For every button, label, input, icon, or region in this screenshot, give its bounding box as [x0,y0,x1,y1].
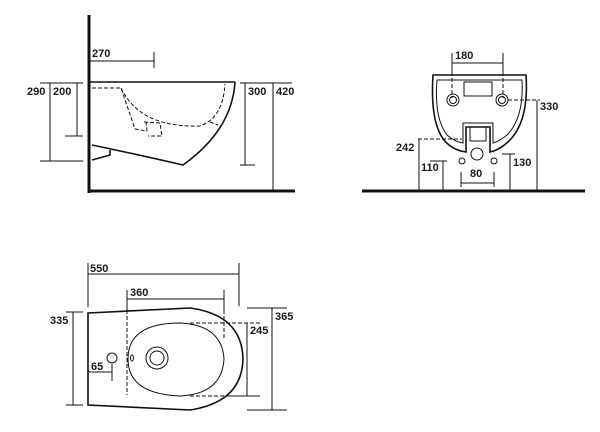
fixing-hole-right [495,93,509,107]
dim-550: 550 [90,263,108,275]
dim-330: 330 [540,101,558,113]
dim-290: 290 [27,86,45,98]
dim-360: 360 [130,287,148,299]
fixing-hole-left [446,93,460,107]
overflow-hole [130,354,134,362]
bowl-hidden-lines [92,83,226,137]
fixing-hole-inner [498,96,506,104]
pipe-hole-right [490,157,498,165]
dim-335: 335 [50,315,68,327]
pipe-hole-left [458,157,466,165]
tap-hole [106,352,118,364]
top-view: 550 360 335 245 365 65 [50,263,293,411]
wall-bracket [91,150,111,161]
dim-110: 110 [421,162,439,174]
dim-200: 200 [53,86,71,98]
drain-hole [470,147,484,161]
bidet-side-outline [91,81,236,166]
fixing-hole-inner [449,96,457,104]
dim-80: 80 [470,168,482,180]
dim-365: 365 [275,311,293,323]
drain-inner [149,350,165,366]
dim-270: 270 [92,48,110,60]
dim-180: 180 [455,50,473,62]
bidet-top-outline [87,307,244,411]
inlet-recess [469,126,487,142]
dim-130: 130 [513,157,531,169]
bowl-outline [127,322,225,397]
bidet-front-inner [436,79,523,144]
dim-420: 420 [276,86,294,98]
side-view: 270 290 200 300 420 [27,15,295,193]
dim-300: 300 [248,86,266,98]
dim-245: 245 [250,325,268,337]
label-recess [463,81,493,97]
dim-242: 242 [396,142,414,154]
front-view: 180 330 242 110 130 80 [362,50,585,193]
bidet-front-outline [431,74,528,153]
dim-65: 65 [91,361,103,373]
drain-outer [145,346,169,370]
